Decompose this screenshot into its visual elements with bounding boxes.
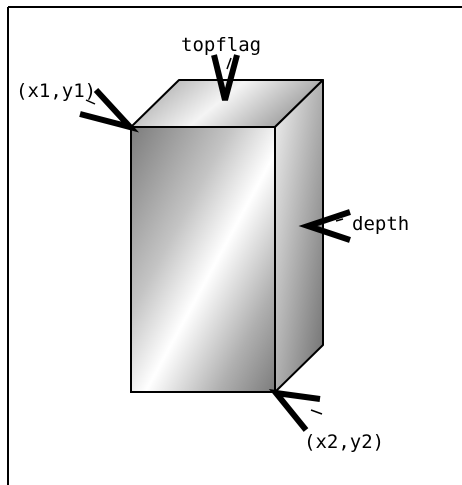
label-x2y2: (x2,y2) (304, 431, 384, 453)
label-x1y1: (x1,y1) (16, 80, 96, 102)
arrow-depth (298, 209, 351, 243)
label-depth: depth (352, 213, 409, 235)
arrow-x1y1 (79, 87, 140, 133)
bar-side-face (274, 79, 324, 393)
label-topflag: topflag (181, 34, 261, 56)
bar-front-face (130, 126, 276, 393)
arrow-x2y2 (268, 389, 323, 432)
arrow-topflag (211, 54, 240, 101)
bar3d (130, 79, 324, 393)
